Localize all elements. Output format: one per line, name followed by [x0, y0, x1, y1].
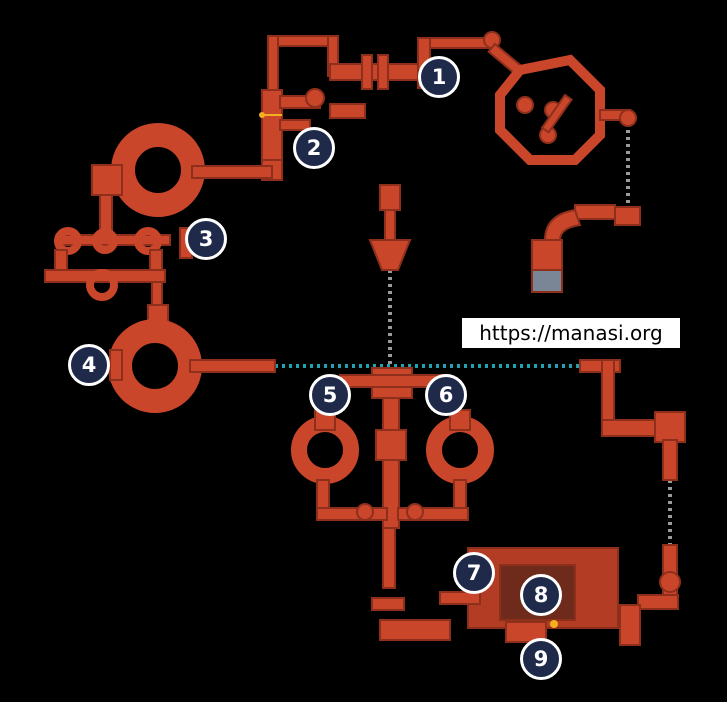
location-marker-7[interactable]: 7	[453, 552, 495, 594]
location-marker-6[interactable]: 6	[425, 374, 467, 416]
watermark-url: https://manasi.org	[462, 318, 680, 348]
pipe-network	[44, 31, 686, 646]
location-marker-3[interactable]: 3	[185, 218, 227, 260]
location-marker-2[interactable]: 2	[293, 127, 335, 169]
location-marker-1[interactable]: 1	[418, 56, 460, 98]
location-marker-9[interactable]: 9	[520, 638, 562, 680]
location-marker-4[interactable]: 4	[68, 344, 110, 386]
connector-lines	[275, 130, 672, 545]
location-marker-8[interactable]: 8	[520, 574, 562, 616]
highlight-points	[259, 112, 558, 628]
location-marker-5[interactable]: 5	[309, 374, 351, 416]
